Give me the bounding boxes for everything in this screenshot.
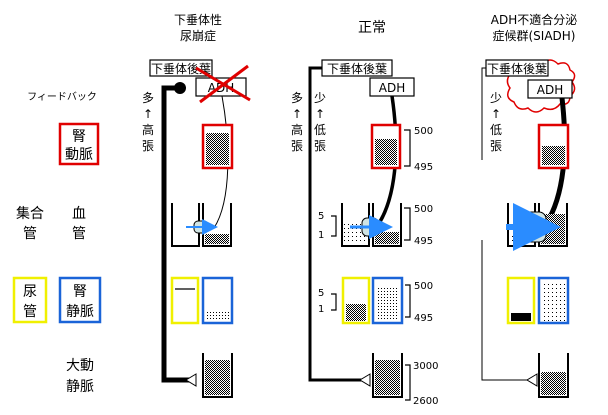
aorta-arrowhead-siadh (526, 373, 538, 387)
pituitary-label: 下垂体後葉 (151, 62, 211, 76)
urine-fill-normal (346, 304, 366, 321)
blood-vessel-fill (205, 234, 229, 244)
osmo-low-normal: 少 (314, 91, 326, 105)
osmo-arrow: ↑ (143, 107, 153, 121)
title-normal: 正常 (358, 20, 386, 36)
osmo-high-normal: 多 (291, 91, 303, 105)
aorta-fill (205, 360, 230, 395)
collecting-duct-fill (174, 208, 197, 214)
label-collecting-duct-1: 集合 (16, 205, 44, 222)
aorta-box (202, 353, 233, 398)
label-urinary-tract-1: 尿 (23, 284, 37, 300)
bracket-vein-right-normal (405, 284, 411, 318)
label-aorta-1: 大動 (66, 358, 94, 374)
osmo-low-tension-normal-1: 低 (314, 123, 326, 137)
urinary-tract-label-box (12, 276, 48, 324)
osmo-low-tension-siadh-1: 低 (490, 123, 502, 137)
blocked-cross-line-2 (199, 64, 249, 104)
aorta-box-siadh (538, 353, 569, 398)
osmo-arrow-normal: ↑ (292, 107, 302, 121)
label-aorta-2: 静脈 (66, 379, 94, 395)
title-diabetes-insipidus-line1: 下垂体性 (174, 13, 222, 27)
pituitary-label-siadh: 下垂体後葉 (487, 62, 547, 76)
aorta-fill-normal (375, 360, 400, 395)
renal-artery-fill-normal (375, 139, 397, 165)
osmo-low-tension-siadh-2: 張 (490, 139, 502, 153)
urinary-tract-box (170, 276, 200, 325)
scale-aorta-bottom-normal: 2600 (413, 396, 438, 407)
renal-vein-fill (206, 312, 229, 321)
feedback-line-normal (308, 66, 370, 382)
label-blood-vessel-2: 管 (72, 226, 86, 242)
scale-artery-bottom-normal: 495 (414, 162, 433, 173)
bracket-artery-normal (404, 129, 411, 167)
pituitary-box (149, 59, 213, 77)
label-blood-vessel-1: 血 (72, 206, 86, 222)
scale-artery-top-normal: 500 (414, 126, 433, 137)
renal-vein-fill-normal (376, 288, 399, 321)
scale-vein-bottom-normal: 495 (414, 313, 433, 324)
scale-collect-left-bottom-normal: 1 (318, 230, 324, 241)
feedback-line-siadh-bottom (481, 240, 537, 381)
label-feedback: フィードバック (27, 91, 97, 103)
blood-vessel-fill-normal (375, 232, 399, 244)
feedback-node (174, 82, 186, 94)
osmo-low-siadh: 少 (490, 91, 502, 105)
osmo-high-tension-normal-2: 張 (291, 139, 303, 153)
adh-label-siadh: ADH (537, 83, 563, 97)
bracket-collect-left-normal (331, 215, 337, 237)
aorta-fill-siadh (541, 372, 566, 395)
column-siadh: 下垂体後葉 ADH 少 ↑ 低 張 (481, 59, 576, 398)
osmo-high-tension-normal-1: 高 (291, 122, 303, 137)
osmo-high-tension-1: 高 (142, 122, 154, 137)
renal-vein-label-box (58, 276, 102, 324)
scale-vein-left-top-normal: 5 (318, 288, 324, 299)
title-siadh-line2: 症候群(SIADH) (493, 28, 576, 43)
title-siadh-line1: ADH不適合分泌 (491, 12, 577, 27)
osmo-low-tension-normal-2: 張 (314, 139, 326, 153)
label-collecting-duct-2: 管 (23, 226, 37, 242)
scale-collect-top-normal: 500 (414, 204, 433, 215)
renal-artery-label-box (58, 122, 100, 166)
renal-vein-fill-siadh (542, 282, 565, 321)
scale-vein-top-normal: 500 (414, 281, 433, 292)
renal-artery-fill (206, 133, 229, 165)
aorta-arrowhead-normal (359, 373, 371, 387)
scale-collect-left-top-normal: 5 (318, 211, 324, 222)
aorta-arrowhead (185, 373, 197, 387)
osmo-arrow-siadh: ↑ (491, 107, 501, 121)
scale-aorta-top-normal: 3000 (413, 361, 438, 372)
aorta-box-normal (372, 353, 403, 398)
title-diabetes-insipidus-line2: 尿崩症 (180, 28, 216, 43)
scale-vein-left-bottom-normal: 1 (318, 304, 324, 315)
feedback-line (161, 85, 196, 383)
scale-collect-bottom-normal: 495 (414, 236, 433, 247)
feedback-line-siadh-top (481, 67, 486, 160)
column-normal: 下垂体後葉 ADH 多 ↑ 高 張 少 ↑ 低 張 500 495 5 1 (291, 59, 438, 407)
label-renal-artery-1: 腎 (72, 129, 86, 145)
label-renal-vein-2: 静脈 (66, 304, 94, 320)
adh-label-normal: ADH (379, 81, 405, 95)
label-renal-artery-2: 動脈 (65, 147, 93, 163)
adh-box-siadh (527, 79, 573, 99)
renal-artery-fill-siadh (542, 146, 565, 165)
urine-fill-siadh (511, 313, 531, 321)
label-renal-vein-1: 腎 (73, 284, 87, 300)
pituitary-label-normal: 下垂体後葉 (327, 62, 387, 76)
label-urinary-tract-2: 管 (23, 304, 37, 320)
bracket-aorta-normal (405, 364, 411, 401)
column-diabetes-insipidus: 下垂体後葉 ADH 多 ↑ 高 張 (142, 59, 251, 398)
osmo-high: 多 (142, 91, 154, 105)
osmo-high-tension-2: 張 (142, 139, 154, 153)
bracket-vein-left-normal (331, 293, 337, 311)
osmo-arrow-low-normal: ↑ (315, 107, 325, 121)
bracket-collect-right-normal (404, 207, 411, 241)
